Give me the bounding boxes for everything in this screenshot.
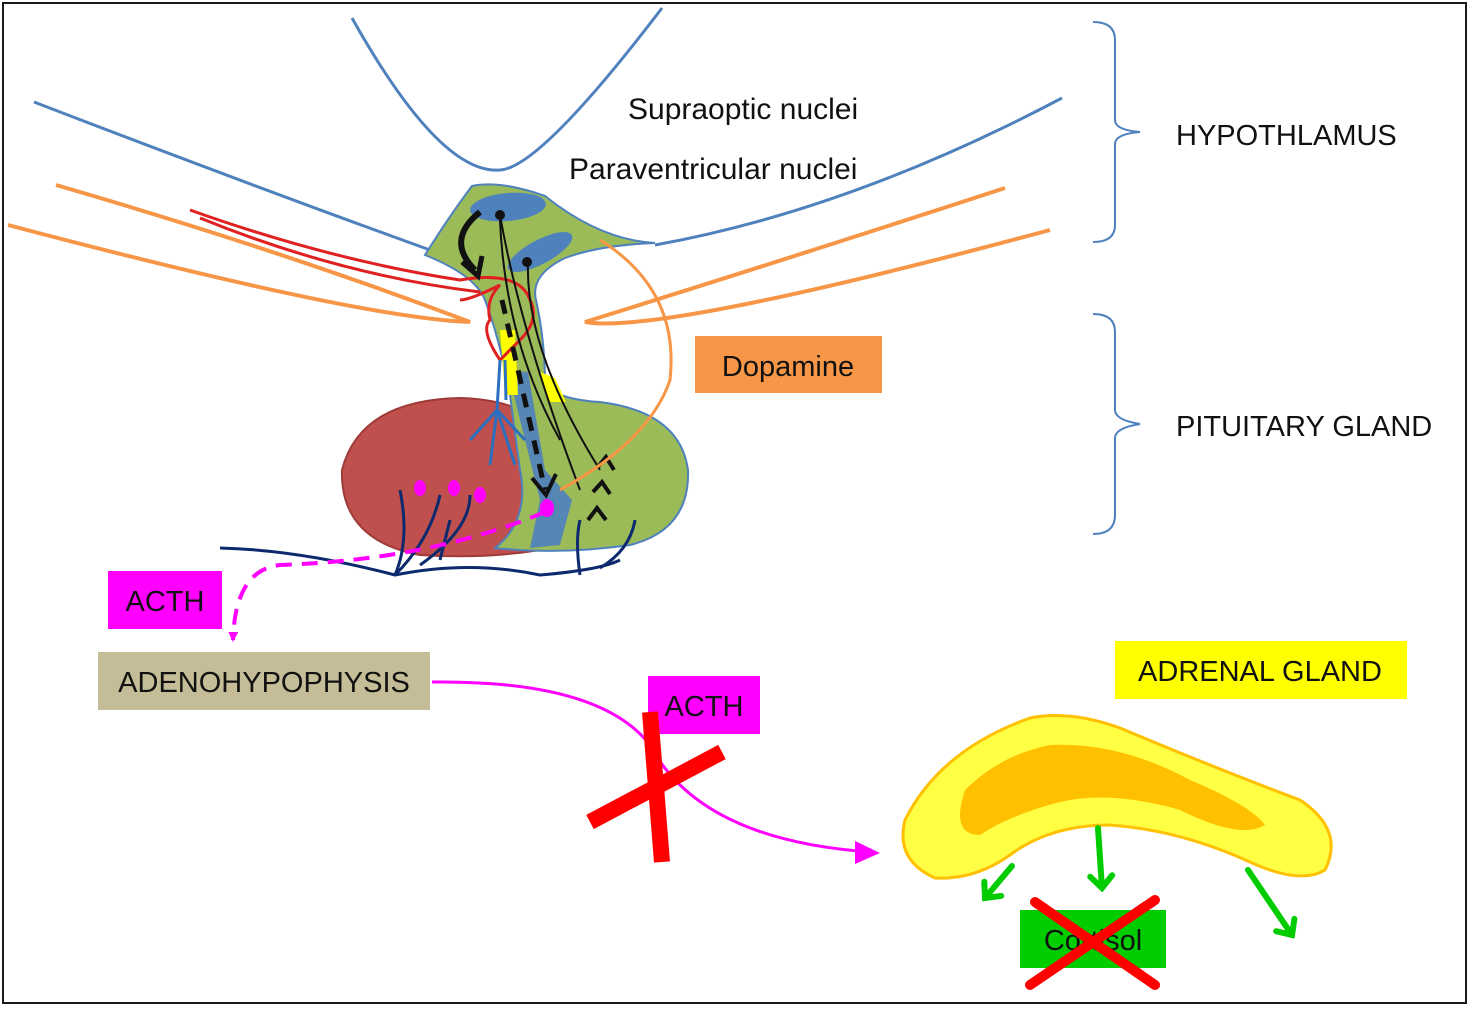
adrenal-gland-medulla [960, 744, 1265, 835]
hypothalamus-label: HYPOTHLAMUS [1176, 120, 1397, 152]
adenohypophysis-label: ADENOHYPOPHYSIS [118, 667, 410, 699]
dopamine-label: Dopamine [722, 351, 854, 383]
hypophyseal-veins [219, 489, 637, 577]
dopamine-box [695, 336, 882, 393]
hypothalamus-brace [1092, 21, 1141, 243]
adrenal-label-box [1115, 641, 1407, 699]
thick-black-arrow-head [460, 255, 485, 281]
axon-dot-1 [495, 210, 505, 220]
hypothalamus-outline [33, 7, 1063, 257]
axon-dot-2 [522, 257, 532, 267]
thick-black-arrow [458, 209, 482, 273]
pituitary-brace [1092, 313, 1141, 535]
portal-capillaries [468, 359, 527, 466]
neuron-axons [499, 214, 601, 491]
acth-to-adrenal-arrowhead [855, 841, 880, 864]
acth-release-arrow [228, 510, 546, 642]
supraoptic-label: Supraoptic nuclei [628, 93, 858, 126]
optic-recess-lines [7, 183, 1051, 326]
dashed-black-arrow [499, 299, 548, 491]
yellow-strip-left [500, 330, 518, 395]
dashed-black-arrow-head [530, 473, 558, 499]
acth-box-left [108, 571, 222, 629]
hypophyseal-artery [189, 208, 535, 363]
paraventricular-label: Paraventricular nuclei [569, 153, 857, 186]
blocked-acth-cross [586, 711, 726, 863]
supraoptic-nucleus [470, 192, 546, 222]
acth-box-middle [648, 676, 760, 734]
acth-label-middle: ACTH [665, 691, 744, 723]
cortisol-output-arrows [981, 825, 1298, 939]
pituitary-stalk [508, 370, 572, 548]
blocked-cortisol-cross [1025, 895, 1160, 990]
dopamine-pathway [559, 238, 673, 492]
posterior-pituitary-green [423, 183, 690, 552]
pituitary-label: PITUITARY GLAND [1176, 411, 1432, 443]
adrenal-label: ADRENAL GLAND [1138, 656, 1382, 688]
acth-label-left: ACTH [126, 586, 205, 618]
adenohypophysis-box [98, 652, 430, 710]
